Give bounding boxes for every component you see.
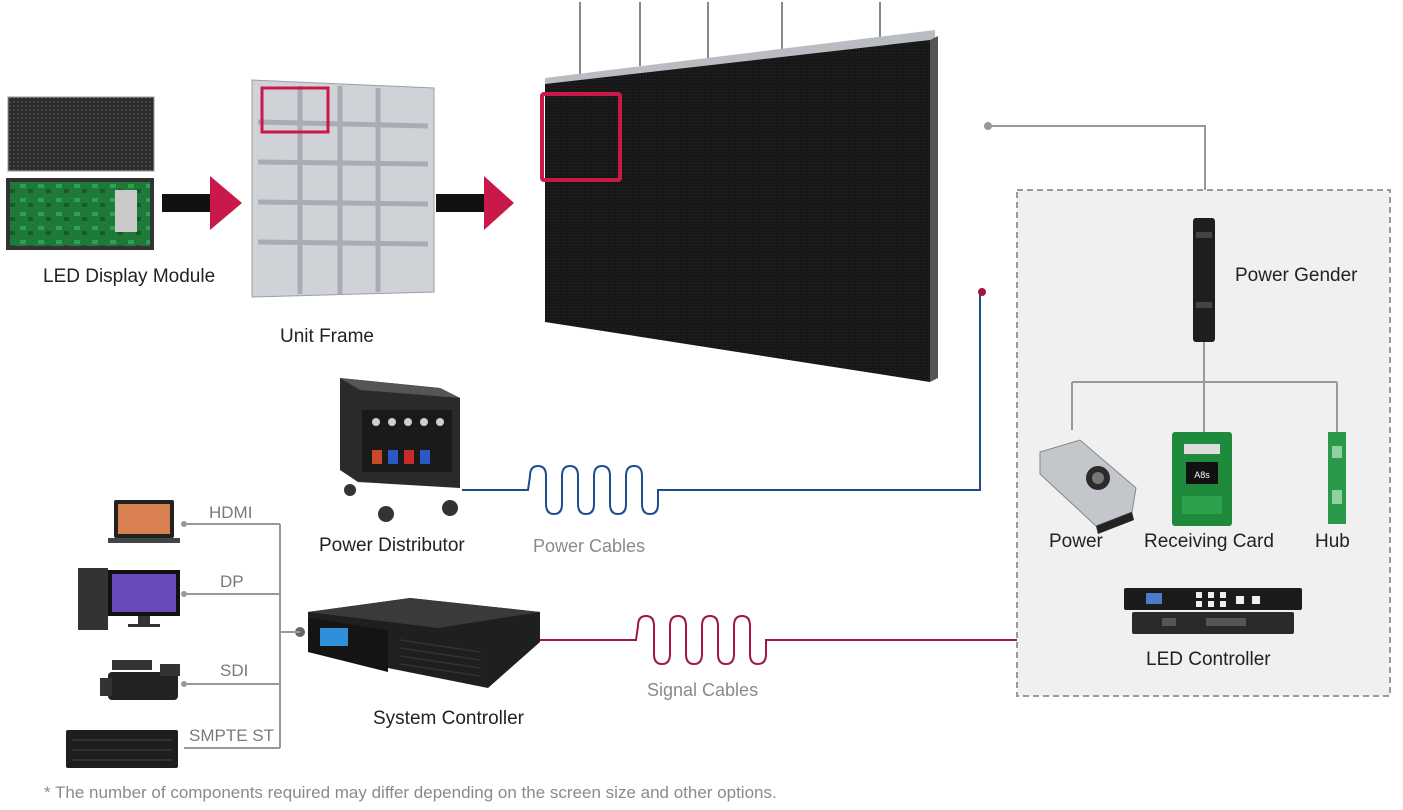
arrow-icon [436,176,514,230]
led-module-icon [6,96,155,250]
rack-unit-icon [66,730,178,768]
hub-label: Hub [1315,531,1350,552]
power-supply-icon [1039,439,1137,534]
hub-icon [1328,432,1346,524]
chip-label: A8s [1194,470,1210,480]
footnote: * The number of components required may … [44,783,777,802]
unit-frame-label: Unit Frame [280,326,374,347]
led-module-label: LED Display Module [43,266,216,287]
power-distributor-label: Power Distributor [319,535,465,556]
camcorder-icon [100,660,180,700]
power-gender-icon [1193,218,1215,342]
connector-line [181,521,300,749]
power-gender-label: Power Gender [1235,265,1358,286]
connector-line [984,122,1206,190]
system-controller-icon [295,598,540,688]
receiving-card-icon: A8s [1172,432,1232,526]
power-cable-line [462,288,986,516]
receiving-card-label: Receiving Card [1144,531,1274,552]
laptop-icon [108,500,180,543]
led-wall-icon [540,2,938,382]
signal-cable-line [540,614,1017,666]
led-controller-icon [1124,588,1302,634]
input-label-dp: DP [220,572,244,591]
led-controller-label: LED Controller [1146,649,1271,670]
power-label: Power [1049,531,1103,552]
arrow-icon [162,176,242,230]
unit-frame-icon [251,79,435,298]
system-controller-label: System Controller [373,708,524,729]
power-cables-label: Power Cables [533,536,646,556]
signal-cables-label: Signal Cables [647,680,759,700]
input-label-smpte: SMPTE ST [189,726,275,745]
desktop-pc-icon [78,568,180,630]
connector-line [1071,342,1338,432]
input-label-sdi: SDI [220,661,249,680]
power-distributor-icon [340,378,460,522]
input-label-hdmi: HDMI [209,503,253,522]
